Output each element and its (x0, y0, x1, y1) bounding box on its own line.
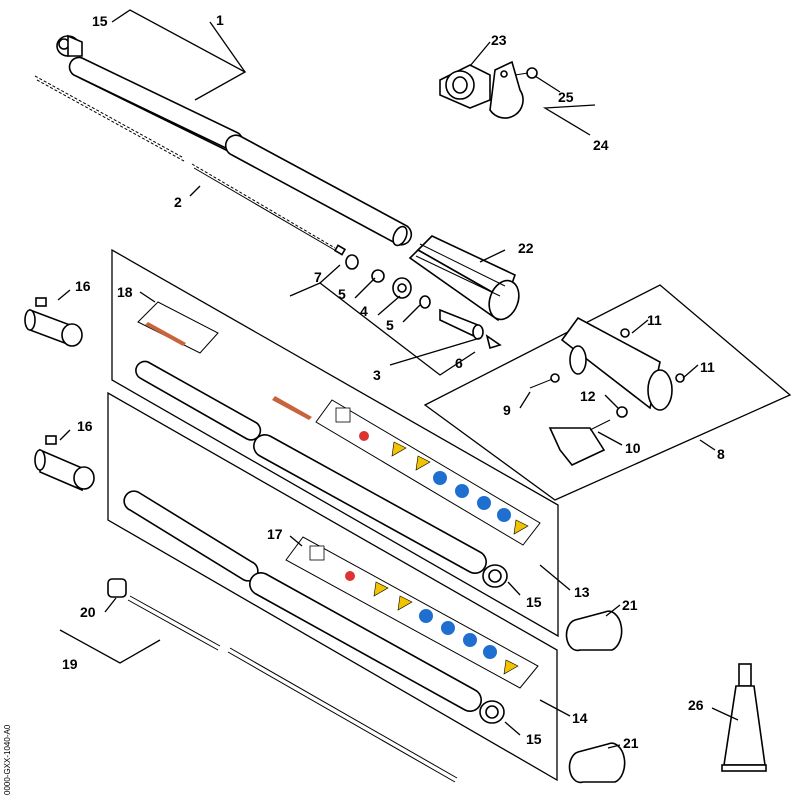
gloves-icon (477, 496, 491, 510)
callout-17: 17 (267, 526, 283, 542)
sleeve-part-16-b (34, 435, 95, 492)
grease-tube-part-26 (721, 663, 767, 772)
bushing-part-15-top (56, 34, 83, 57)
leader-lines (57, 9, 739, 749)
bracket-part-24 (489, 60, 524, 119)
washer-part-12 (616, 406, 628, 418)
callout-8: 8 (717, 446, 725, 462)
cap-part-21-b (568, 742, 626, 784)
callout-15: 15 (92, 13, 108, 29)
safety-label-13 (315, 399, 541, 546)
bushing-part-20 (107, 578, 127, 598)
frame-group-13 (111, 248, 559, 638)
callout-7: 7 (314, 269, 322, 285)
callout-25: 25 (558, 89, 574, 105)
callout-20: 20 (80, 604, 96, 620)
screw-part-25 (514, 67, 538, 79)
tube-set-14 (123, 490, 505, 724)
callout-10: 10 (625, 440, 641, 456)
warning-triangle-icon (391, 441, 529, 535)
callout-3: 3 (373, 367, 381, 383)
callout-13: 13 (574, 584, 590, 600)
drive-tube-part-1 (68, 56, 413, 247)
manual-icon (335, 407, 369, 441)
callout-19: 19 (62, 656, 78, 672)
callout-15: 15 (526, 731, 542, 747)
rod-part-19 (127, 595, 458, 783)
callout-14: 14 (572, 710, 588, 726)
screw-part-9 (529, 373, 560, 389)
callout-4: 4 (360, 303, 368, 319)
cap-part-21-a (565, 610, 623, 652)
callout-11: 11 (647, 312, 662, 328)
callout-18: 18 (117, 284, 133, 300)
callout-11: 11 (700, 359, 715, 375)
clamp-part-23 (439, 64, 491, 109)
frame-group-14 (107, 391, 558, 782)
callout-26: 26 (688, 697, 704, 713)
sleeve-part-16-a (24, 297, 83, 347)
callout-12: 12 (580, 388, 596, 404)
callout-2: 2 (174, 194, 182, 210)
label-part-18 (137, 301, 312, 420)
tube-set-13 (135, 360, 508, 588)
callout-9: 9 (503, 402, 511, 418)
safety-label-17 (285, 536, 539, 689)
callout-6: 6 (455, 355, 463, 371)
flex-shaft-part-2 (34, 75, 347, 256)
eye-protection-icon (433, 471, 447, 485)
hearing-protection-icon (455, 484, 469, 498)
callout-5: 5 (386, 317, 394, 333)
callout-21: 21 (623, 735, 639, 751)
callout-22: 22 (518, 240, 534, 256)
callout-1: 1 (216, 12, 224, 28)
callout-16: 16 (77, 418, 93, 434)
callout-21: 21 (622, 597, 638, 613)
knob-part-10 (548, 419, 611, 466)
callout-23: 23 (491, 32, 507, 48)
housing-part-22 (408, 235, 520, 322)
callout-15: 15 (526, 594, 542, 610)
bearing-parts (345, 254, 502, 350)
handle-part-8 (560, 316, 685, 411)
boots-icon (497, 508, 511, 522)
callout-labels: 15 1 2 7 5 4 5 6 3 22 23 25 24 16 18 16 … (62, 12, 725, 751)
frame-group-8 (423, 284, 792, 501)
callout-24: 24 (593, 137, 609, 153)
callout-5: 5 (338, 286, 346, 302)
side-reference-code: 0000-GXX-1040-A0 (3, 724, 12, 795)
callout-16: 16 (75, 278, 91, 294)
